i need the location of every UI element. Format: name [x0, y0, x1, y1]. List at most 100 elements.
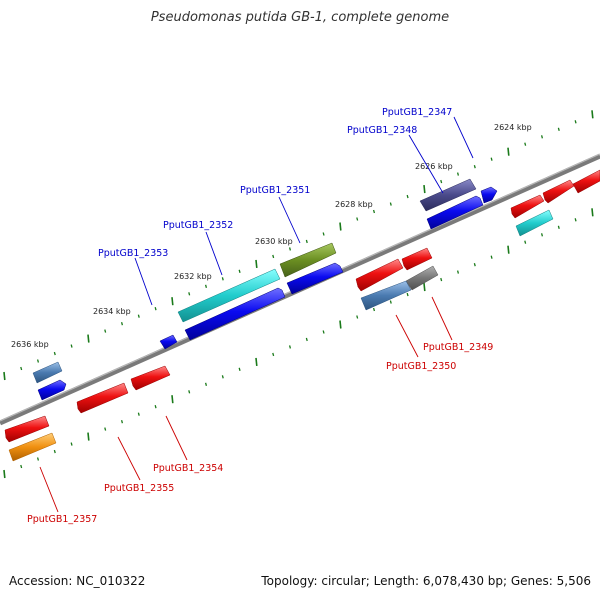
gene-label-2349[interactable]: PputGB1_2349	[423, 342, 493, 353]
minor-tick	[238, 367, 241, 371]
gene-2351-cds[interactable]	[286, 262, 344, 295]
minor-tick	[440, 277, 443, 282]
gene-2352-cds[interactable]	[184, 287, 286, 341]
gene-2346-cyan[interactable]	[515, 209, 554, 237]
gene-label-2353[interactable]: PputGB1_2353	[98, 248, 168, 259]
scale-label: 2630 kbp	[255, 237, 293, 246]
minor-tick	[574, 218, 577, 222]
gene-label-2357[interactable]: PputGB1_2357	[27, 514, 97, 525]
gene-2346a[interactable]	[572, 169, 600, 194]
accession-text: Accession: NC_010322	[9, 574, 146, 588]
gene-label-2351[interactable]: PputGB1_2351	[240, 185, 310, 196]
minor-tick	[356, 315, 359, 319]
major-tick	[339, 222, 342, 231]
scale-label: 2634 kbp	[93, 307, 131, 316]
major-tick	[87, 334, 90, 343]
minor-tick	[305, 337, 308, 342]
gene-2356[interactable]	[32, 361, 63, 384]
gene-2346c[interactable]	[510, 194, 545, 219]
minor-tick	[154, 307, 157, 311]
minor-tick	[188, 390, 191, 394]
minor-tick	[456, 270, 460, 274]
minor-tick	[154, 405, 157, 409]
gene-2357-orange[interactable]	[8, 432, 57, 462]
major-tick	[171, 297, 174, 306]
gene-2355[interactable]	[76, 382, 129, 414]
gene-2354[interactable]	[130, 365, 171, 391]
gene-2351[interactable]	[279, 242, 337, 278]
gene-label-2354[interactable]: PputGB1_2354	[153, 463, 223, 474]
leader-2353	[134, 257, 153, 306]
gene-2356-cds[interactable]	[37, 379, 67, 401]
major-tick	[591, 110, 594, 119]
leader-2349	[431, 296, 453, 341]
gene-label-2347[interactable]: PputGB1_2347	[382, 107, 452, 118]
gene-label-2350[interactable]: PputGB1_2350	[386, 361, 456, 372]
major-tick	[3, 469, 6, 479]
minor-tick	[389, 300, 392, 304]
gene-2349[interactable]	[401, 247, 433, 271]
gene-2357[interactable]	[4, 415, 50, 443]
minor-tick	[389, 202, 392, 206]
gene-2350[interactable]	[355, 258, 404, 292]
minor-tick	[288, 247, 292, 251]
major-tick	[591, 208, 594, 217]
minor-tick	[53, 449, 56, 454]
scale-ticks-inner	[3, 208, 594, 479]
leader-2347	[453, 116, 474, 159]
gene-2348[interactable]	[426, 195, 484, 230]
gene-label-2355[interactable]: PputGB1_2355	[104, 483, 174, 494]
minor-tick	[188, 292, 191, 296]
minor-tick	[204, 284, 208, 288]
leader-2355	[117, 436, 141, 481]
genes-reverse	[4, 169, 600, 462]
gene-2346b[interactable]	[542, 179, 575, 204]
gene-2353[interactable]	[159, 334, 178, 350]
scale-label: 2628 kbp	[335, 200, 373, 209]
leader-2348	[408, 134, 444, 194]
leader-2351	[278, 196, 301, 244]
gene-label-2348[interactable]: PputGB1_2348	[347, 125, 417, 136]
minor-tick	[137, 412, 140, 416]
leader-2350	[395, 314, 419, 358]
minor-tick	[70, 344, 73, 348]
scale-label: 2632 kbp	[174, 272, 212, 281]
minor-tick	[288, 345, 292, 349]
major-tick	[87, 432, 90, 441]
minor-tick	[104, 427, 107, 431]
major-tick	[255, 259, 258, 268]
major-tick	[3, 371, 6, 381]
gene-2350-steel[interactable]	[360, 280, 412, 311]
minor-tick	[221, 375, 224, 379]
map-title: Pseudomonas putida GB-1, complete genome	[150, 10, 450, 25]
minor-tick	[372, 307, 376, 312]
major-tick	[255, 357, 258, 366]
minor-tick	[356, 217, 359, 221]
minor-tick	[322, 232, 325, 236]
genome-summary-text: Topology: circular; Length: 6,078,430 bp…	[261, 574, 591, 588]
leader-2354	[165, 415, 188, 461]
minor-tick	[473, 165, 476, 169]
scale-label: 2624 kbp	[494, 123, 532, 132]
gene-2347[interactable]	[419, 178, 477, 212]
minor-tick	[36, 359, 40, 363]
minor-tick	[204, 382, 208, 386]
gene-2347-cds[interactable]	[480, 186, 498, 204]
minor-tick	[540, 135, 544, 139]
minor-tick	[20, 464, 23, 469]
gene-2352[interactable]	[177, 268, 281, 323]
scale-label: 2626 kbp	[415, 162, 453, 171]
gene-2349-gray[interactable]	[405, 265, 439, 291]
minor-tick	[574, 120, 577, 124]
genes-forward	[32, 178, 498, 401]
scale-labels: 2624 kbp 2626 kbp 2628 kbp 2630 kbp 2632…	[11, 123, 532, 349]
gene-label-2352[interactable]: PputGB1_2352	[163, 220, 233, 231]
minor-tick	[440, 179, 443, 184]
minor-tick	[221, 277, 224, 281]
minor-tick	[490, 255, 493, 259]
major-tick	[423, 185, 426, 194]
minor-tick	[473, 263, 476, 267]
minor-tick	[540, 233, 544, 237]
minor-tick	[238, 269, 241, 273]
